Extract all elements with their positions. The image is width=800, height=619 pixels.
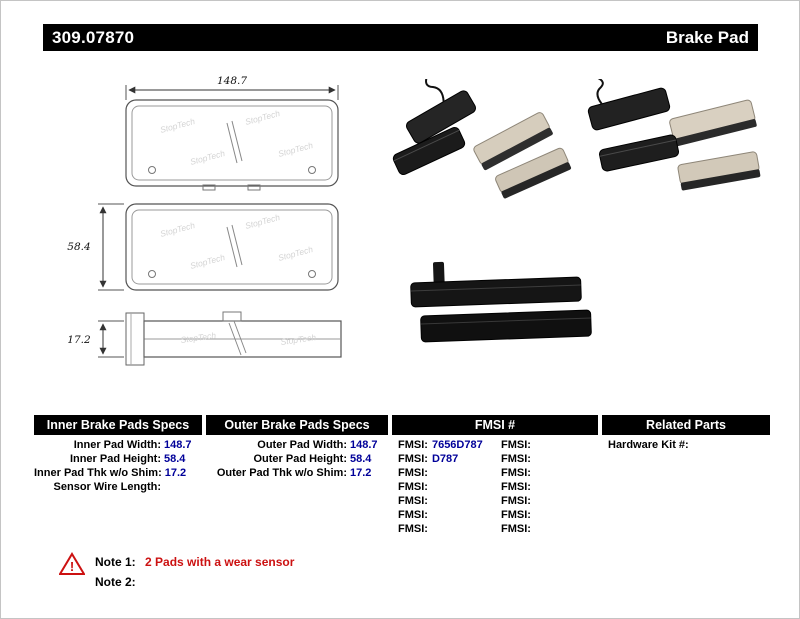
outer-specs-table: Outer Brake Pads Specs Outer Pad Width: … [206,415,388,536]
sensor-wire-length-row: Sensor Wire Length: [34,480,202,494]
spec-label: Inner Pad Height: [69,453,161,465]
photo-pad-light-2 [495,147,572,199]
fmsi-label: FMSI: [501,439,531,451]
warning-icon: ! [59,552,85,575]
technical-drawing: 148.7 StopTech StopTech StopTech StopTec… [67,75,342,366]
spec-label: Outer Pad Thk w/o Shim: [216,467,347,479]
fmsi-row: FMSI: FMSI: [392,466,598,480]
fmsi-label: FMSI: [501,467,531,479]
fmsi-label: FMSI: [501,495,531,507]
product-photos [392,79,761,343]
spec-value: 148.7 [350,439,378,451]
spec-value: 148.7 [164,439,192,451]
fmsi-label: FMSI: [398,523,428,535]
spec-label: Sensor Wire Length: [53,481,161,493]
fmsi-row: FMSI: FMSI: [392,494,598,508]
spec-value: 17.2 [164,467,187,479]
outer-specs-header: Outer Brake Pads Specs [206,415,388,435]
outer-pad-width-row: Outer Pad Width: 148.7 [206,438,388,452]
photo-pad-stack-1 [410,261,582,308]
inner-pad-width-row: Inner Pad Width: 148.7 [34,438,202,452]
fmsi-label: FMSI: [501,481,531,493]
fmsi-table: FMSI # FMSI:7656D787 FMSI: FMSI:D787 FMS… [392,415,598,536]
related-parts-table: Related Parts Hardware Kit #: [602,415,770,536]
spec-label: Hardware Kit #: [608,439,689,451]
photo-pad-light-3 [669,99,757,147]
fmsi-label: FMSI: [398,439,428,451]
fmsi-label: FMSI: [398,481,428,493]
fmsi-label: FMSI: [398,509,428,521]
spec-value: 58.4 [164,453,186,465]
page-title: Brake Pad [665,27,749,47]
photo-pad-dark-1 [406,79,476,144]
fmsi-label: FMSI: [398,495,428,507]
stoptech-watermark: StopTech [280,332,317,347]
hardware-kit-row: Hardware Kit #: [602,435,770,452]
spec-label: Inner Pad Width: [73,439,161,451]
width-dimension-label: 148.7 [217,75,247,87]
notes-section: ! Note 1: 2 Pads with a wear sensor Note… [59,551,479,601]
fmsi-label: FMSI: [398,467,428,479]
header-bar: 309.07870 Brake Pad [43,24,758,51]
fmsi-value: D787 [431,453,459,465]
stoptech-watermark: StopTech [180,330,217,345]
svg-text:!: ! [70,559,74,574]
spec-label: Inner Pad Thk w/o Shim: [34,467,162,479]
spec-value: 17.2 [350,467,372,479]
photo-pad-dark-2 [392,126,466,176]
spec-label: Outer Pad Height: [253,453,347,465]
thickness-dimension-label: 17.2 [67,334,91,346]
outer-pad-thk-row: Outer Pad Thk w/o Shim: 17.2 [206,466,388,480]
specs-tables: Inner Brake Pads Specs Inner Pad Width: … [34,415,770,536]
photo-pad-stack-2 [420,309,592,343]
fmsi-label: FMSI: [398,453,428,465]
photo-pad-light-4 [677,151,761,191]
inner-specs-header: Inner Brake Pads Specs [34,415,202,435]
outer-pad-height-row: Outer Pad Height: 58.4 [206,452,388,466]
photo-pad-dark-3 [587,79,671,131]
inner-specs-table: Inner Brake Pads Specs Inner Pad Width: … [34,415,202,536]
spec-label: Outer Pad Width: [257,439,347,451]
fmsi-header: FMSI # [392,415,598,435]
pad-side-view: 17.2 StopTech StopTech [67,311,342,366]
note-1-label: Note 1: [95,555,136,569]
fmsi-label: FMSI: [501,453,531,465]
photo-pad-light-1 [473,112,553,171]
height-dimension-label: 58.4 [67,241,90,253]
fmsi-label: FMSI: [501,509,531,521]
fmsi-row: FMSI: FMSI: [392,480,598,494]
fmsi-row: FMSI: FMSI: [392,508,598,522]
fmsi-value: 7656D787 [431,439,483,451]
fmsi-row: FMSI: FMSI: [392,522,598,536]
note-1-text: 2 Pads with a wear sensor [145,555,295,569]
fmsi-row: FMSI:7656D787 FMSI: [392,438,598,452]
pad-front-view: 148.7 StopTech StopTech StopTech StopTec… [125,75,339,191]
spec-value: 58.4 [350,453,372,465]
note-2-label: Note 2: [95,575,136,589]
note-2: Note 2: [95,575,142,589]
fmsi-label: FMSI: [501,523,531,535]
part-number: 309.07870 [52,27,135,47]
pad-front-view-2: 58.4 StopTech StopTech StopTech StopTech [67,203,339,291]
inner-pad-height-row: Inner Pad Height: 58.4 [34,452,202,466]
photo-pad-dark-4 [598,134,680,172]
related-parts-header: Related Parts [602,415,770,435]
note-1: Note 1: 2 Pads with a wear sensor [95,555,294,569]
fmsi-row: FMSI:D787 FMSI: [392,452,598,466]
inner-pad-thk-row: Inner Pad Thk w/o Shim: 17.2 [34,466,202,480]
